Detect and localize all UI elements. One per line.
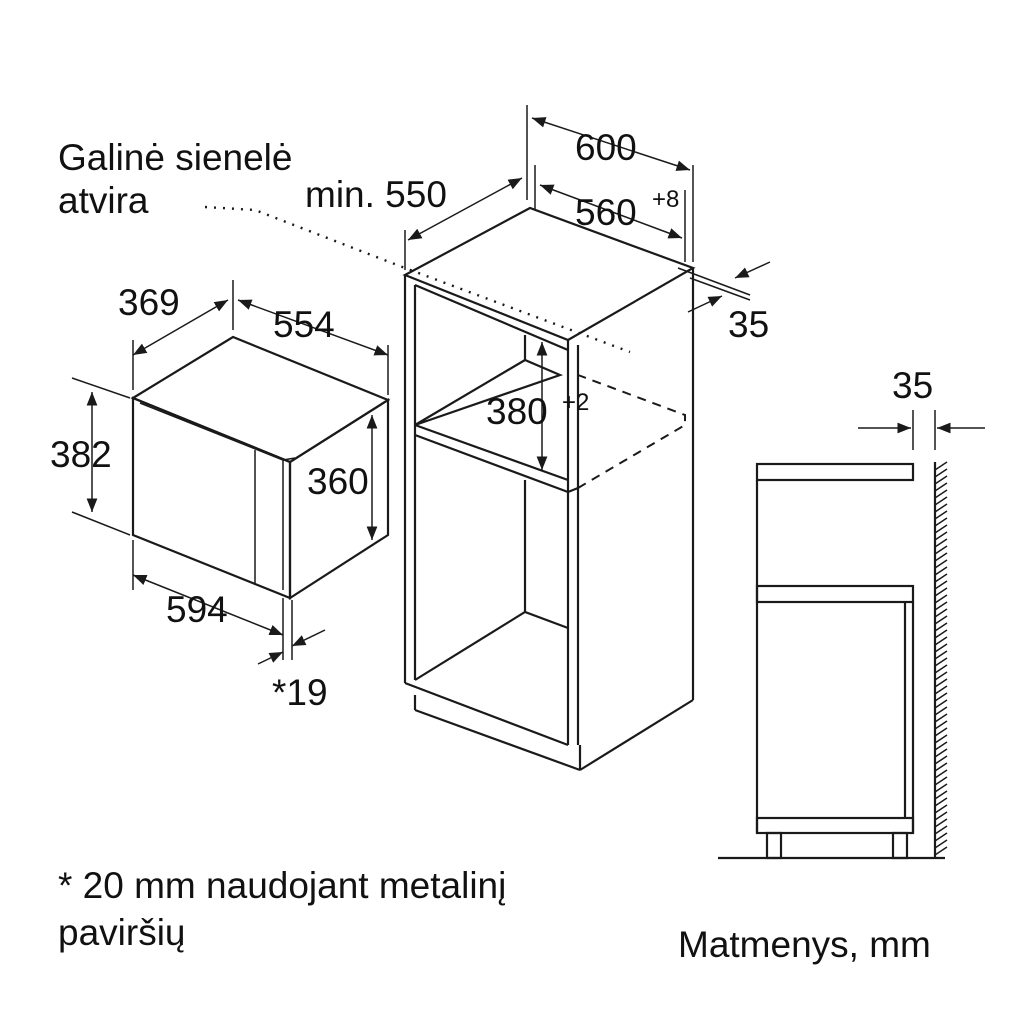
wall-hatch-line <box>934 496 948 506</box>
rear-wall-label-line2: atvira <box>58 180 149 221</box>
wall-hatch-line <box>934 503 948 513</box>
wall-hatch-line <box>934 608 948 618</box>
wall-hatch-line <box>934 545 948 555</box>
wall-hatch-line <box>934 818 948 828</box>
wall-hatch-line <box>934 468 948 478</box>
dim-380-tolerance: +2 <box>562 389 589 416</box>
dim-min-550: min. 550 <box>305 174 447 215</box>
wall-hatch-line <box>934 692 948 702</box>
wall-hatch-line <box>934 559 948 569</box>
wall-hatch-line <box>934 615 948 625</box>
wall-hatch-line <box>934 734 948 744</box>
wall-hatch-line <box>934 685 948 695</box>
wall-hatch-line <box>934 797 948 807</box>
dim-35-top: 35 <box>728 304 769 345</box>
dim-35-side: 35 <box>892 365 933 406</box>
wall-hatch-line <box>934 636 948 646</box>
footnote-line2: paviršių <box>58 912 186 953</box>
wall-hatch-line <box>934 587 948 597</box>
wall-hatch-line <box>934 573 948 583</box>
wall-hatch-line <box>934 790 948 800</box>
dim-560: 560 <box>575 192 637 233</box>
wall-hatch-line <box>934 657 948 667</box>
dim-369: 369 <box>118 282 180 323</box>
dim-600: 600 <box>575 127 637 168</box>
wall-hatch-line <box>934 678 948 688</box>
wall-hatch-line <box>934 524 948 534</box>
wall-hatch-line <box>934 517 948 527</box>
dim-560-tolerance: +8 <box>652 186 679 213</box>
wall-hatch-line <box>934 594 948 604</box>
wall-hatch-line <box>934 783 948 793</box>
wall-hatch-line <box>934 825 948 835</box>
dim-380: 380 <box>486 391 548 432</box>
side-view-drawing <box>718 410 985 860</box>
wall-hatch-line <box>934 720 948 730</box>
wall-hatch-line <box>934 671 948 681</box>
wall-hatch-line <box>934 769 948 779</box>
wall-hatch-line <box>934 846 948 856</box>
wall-hatch-line <box>934 510 948 520</box>
wall-hatch-line <box>934 566 948 576</box>
wall-hatch-line <box>934 538 948 548</box>
wall-hatch-line <box>934 741 948 751</box>
wall-hatch-line <box>934 776 948 786</box>
wall-hatch-line <box>934 713 948 723</box>
wall-hatch-line <box>934 629 948 639</box>
wall-hatch-line <box>934 475 948 485</box>
wall-hatch-line <box>934 832 948 842</box>
wall-hatch-line <box>934 601 948 611</box>
rear-wall-label-line1: Galinė sienelė <box>58 137 292 178</box>
wall-hatch-line <box>934 531 948 541</box>
wall-hatch-line <box>934 706 948 716</box>
wall-hatch-line <box>934 839 948 849</box>
wall-hatch-line <box>934 748 948 758</box>
wall-hatch-line <box>934 489 948 499</box>
wall-hatch-line <box>934 580 948 590</box>
wall-hatch-line <box>934 643 948 653</box>
dim-554: 554 <box>273 304 335 345</box>
wall-hatch-line <box>934 804 948 814</box>
dim-382: 382 <box>50 434 112 475</box>
dim-360: 360 <box>307 461 369 502</box>
wall-hatch-line <box>934 699 948 709</box>
wall-hatch-line <box>934 482 948 492</box>
wall-hatch-line <box>934 664 948 674</box>
wall-hatch-line <box>934 811 948 821</box>
wall-hatch-line <box>934 755 948 765</box>
dim-19: *19 <box>272 672 328 713</box>
wall-hatch-line <box>934 552 948 562</box>
microwave-drawing <box>71 280 391 665</box>
cabinet-drawing <box>204 105 771 772</box>
dim-594: 594 <box>166 589 228 630</box>
wall-hatch-line <box>934 650 948 660</box>
wall-hatch-line <box>934 622 948 632</box>
units-label: Matmenys, mm <box>678 924 931 965</box>
wall-hatch-line <box>934 461 948 471</box>
wall-hatch-line <box>934 727 948 737</box>
footnote-line1: * 20 mm naudojant metalinį <box>58 865 506 906</box>
wall-hatch-line <box>934 762 948 772</box>
